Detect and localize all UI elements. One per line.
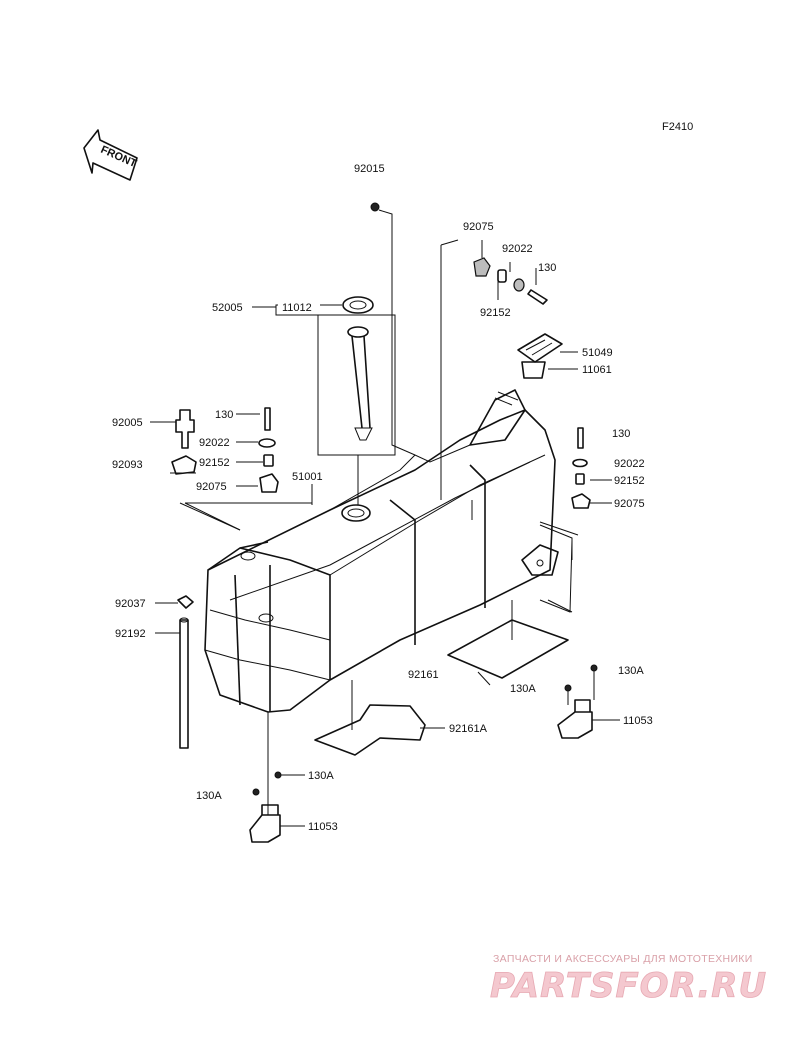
callout-52005: 52005: [212, 302, 243, 314]
callout-92022-top: 92022: [502, 243, 533, 255]
callout-92022-left: 92022: [199, 437, 230, 449]
callout-92022-right: 92022: [614, 458, 645, 470]
callout-11012: 11012: [282, 302, 312, 314]
callout-92075-top: 92075: [463, 221, 494, 233]
callout-92093: 92093: [112, 459, 143, 471]
callout-130A-mid: 130A: [510, 683, 536, 695]
front-label: FRONT: [99, 144, 139, 170]
callout-130-right: 130: [612, 428, 630, 440]
callout-92075-left: 92075: [196, 481, 227, 493]
callout-92152-right: 92152: [614, 475, 645, 487]
callout-92152-top: 92152: [480, 307, 511, 319]
callout-92075-right: 92075: [614, 498, 645, 510]
bracket-11053-right: [557, 664, 620, 739]
fuel-cap: [517, 333, 578, 379]
callout-11061: 11061: [582, 364, 612, 376]
front-direction-arrow: FRONT: [83, 129, 139, 181]
callout-51049: 51049: [582, 347, 613, 359]
callout-92161A: 92161A: [449, 723, 488, 735]
rubber-pad-92161A: [314, 680, 445, 756]
fuel-gauge-sender: [342, 296, 374, 441]
watermark-brand: PARTSFOR.RU: [490, 966, 767, 1006]
bracket-11053-bottom: [249, 712, 305, 843]
mount-parts-top: [440, 239, 548, 520]
clip-92015: [370, 202, 416, 456]
callout-11053-bottom: 11053: [308, 821, 338, 833]
callout-11053-right: 11053: [623, 715, 653, 727]
drain-hose: [155, 595, 194, 749]
callout-130A-right-top: 130A: [618, 665, 644, 677]
callout-92005: 92005: [112, 417, 143, 429]
callout-92161: 92161: [408, 669, 439, 681]
fuel-tank-body: [204, 389, 559, 713]
mount-parts-right: [539, 427, 612, 613]
mount-parts-left: [150, 407, 313, 531]
callout-92192: 92192: [115, 628, 146, 640]
rubber-pad-92161: [447, 600, 569, 686]
callout-130-left: 130: [215, 409, 233, 421]
callout-130A-bottom: 130A: [308, 770, 334, 782]
figure-code: F2410: [662, 121, 693, 133]
callout-92037: 92037: [115, 598, 146, 610]
watermark-tagline: ЗАПЧАСТИ И АКСЕССУАРЫ ДЛЯ МОТОТЕХНИКИ: [493, 953, 753, 965]
callout-92015: 92015: [354, 163, 385, 175]
callout-92152-left: 92152: [199, 457, 230, 469]
callout-130-top: 130: [538, 262, 556, 274]
callout-130A-bottom-left: 130A: [196, 790, 222, 802]
callout-51001: 51001: [292, 471, 323, 483]
